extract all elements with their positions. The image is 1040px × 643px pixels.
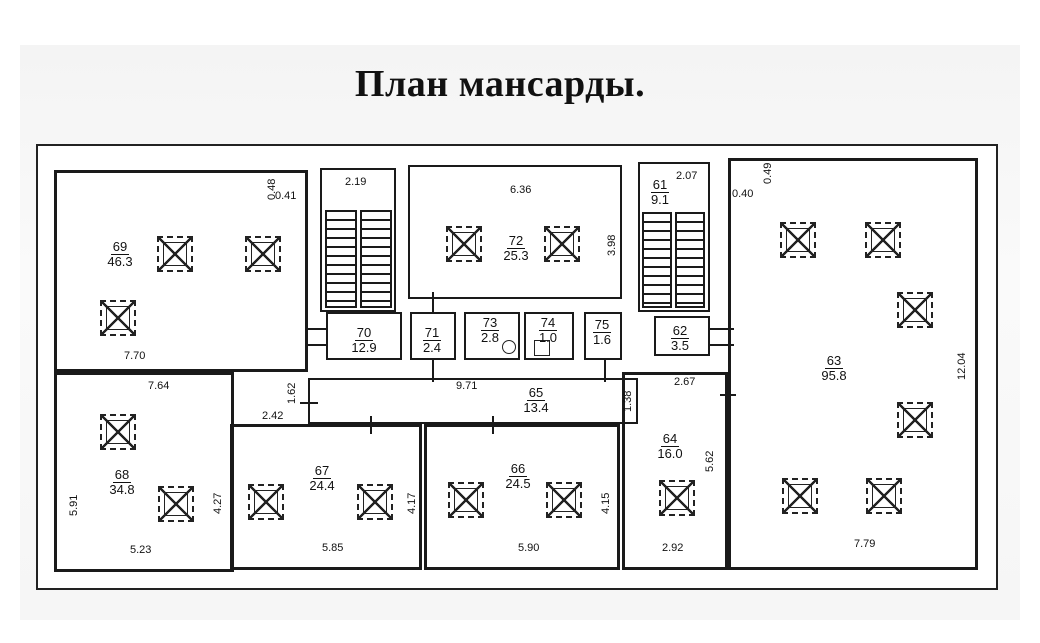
skylight-window [544, 226, 580, 262]
skylight-window [782, 478, 818, 514]
dimension-label: 0.41 [275, 190, 297, 202]
room-64 [622, 372, 728, 570]
dimension-label: 1.38 [622, 390, 634, 412]
dimension-label: 2.07 [676, 170, 698, 182]
dimension-label: 6.36 [510, 184, 532, 196]
skylight-window [546, 482, 582, 518]
dimension-label: 0.40 [732, 188, 754, 200]
stairs-right-2 [675, 212, 705, 308]
dimension-label: 7.70 [124, 350, 146, 362]
skylight-window [780, 222, 816, 258]
dimension-label: 5.85 [322, 542, 344, 554]
dimension-label: 12.04 [956, 352, 968, 380]
stairs-right [642, 212, 672, 308]
dimension-label: 0.48 [266, 178, 278, 200]
dimension-label: 1.62 [286, 382, 298, 404]
skylight-window [659, 480, 695, 516]
toilet-icon [502, 340, 516, 354]
dimension-label: 2.19 [345, 176, 367, 188]
dimension-label: 4.15 [600, 492, 612, 514]
skylight-window [245, 236, 281, 272]
room-69 [54, 170, 308, 372]
dimension-label: 0.49 [762, 162, 774, 184]
sink-icon [534, 340, 550, 356]
room-74 [524, 312, 574, 360]
stair-right-enclosure [638, 162, 710, 312]
dimension-label: 5.62 [704, 450, 716, 472]
skylight-window [897, 292, 933, 328]
stair-left-enclosure [320, 168, 396, 312]
dimension-label: 5.91 [68, 494, 80, 516]
room-72 [408, 165, 622, 299]
dimension-label: 9.71 [456, 380, 478, 392]
room-75 [584, 312, 622, 360]
skylight-window [100, 414, 136, 450]
skylight-window [448, 482, 484, 518]
skylight-window [866, 478, 902, 514]
dimension-label: 4.27 [212, 492, 224, 514]
room-63 [728, 158, 978, 570]
skylight-window [446, 226, 482, 262]
stairs-left [325, 210, 357, 308]
dimension-label: 5.90 [518, 542, 540, 554]
dimension-label: 2.42 [262, 410, 284, 422]
dimension-label: 7.79 [854, 538, 876, 550]
skylight-window [158, 486, 194, 522]
room-62 [654, 316, 710, 356]
dimension-label: 3.98 [606, 234, 618, 256]
room-66 [424, 424, 620, 570]
skylight-window [100, 300, 136, 336]
dimension-label: 2.92 [662, 542, 684, 554]
dimension-label: 5.23 [130, 544, 152, 556]
room-70 [326, 312, 402, 360]
skylight-window [897, 402, 933, 438]
skylight-window [157, 236, 193, 272]
room-68 [54, 372, 234, 572]
skylight-window [248, 484, 284, 520]
room-67 [230, 424, 422, 570]
room-73 [464, 312, 520, 360]
floor-plan [36, 144, 998, 590]
dimension-label: 7.64 [148, 380, 170, 392]
room-65 [308, 378, 638, 424]
skylight-window [357, 484, 393, 520]
stairs-left-2 [360, 210, 392, 308]
plan-title: План мансарды. [354, 63, 646, 105]
skylight-window [865, 222, 901, 258]
dimension-label: 2.67 [674, 376, 696, 388]
dimension-label: 4.17 [406, 492, 418, 514]
